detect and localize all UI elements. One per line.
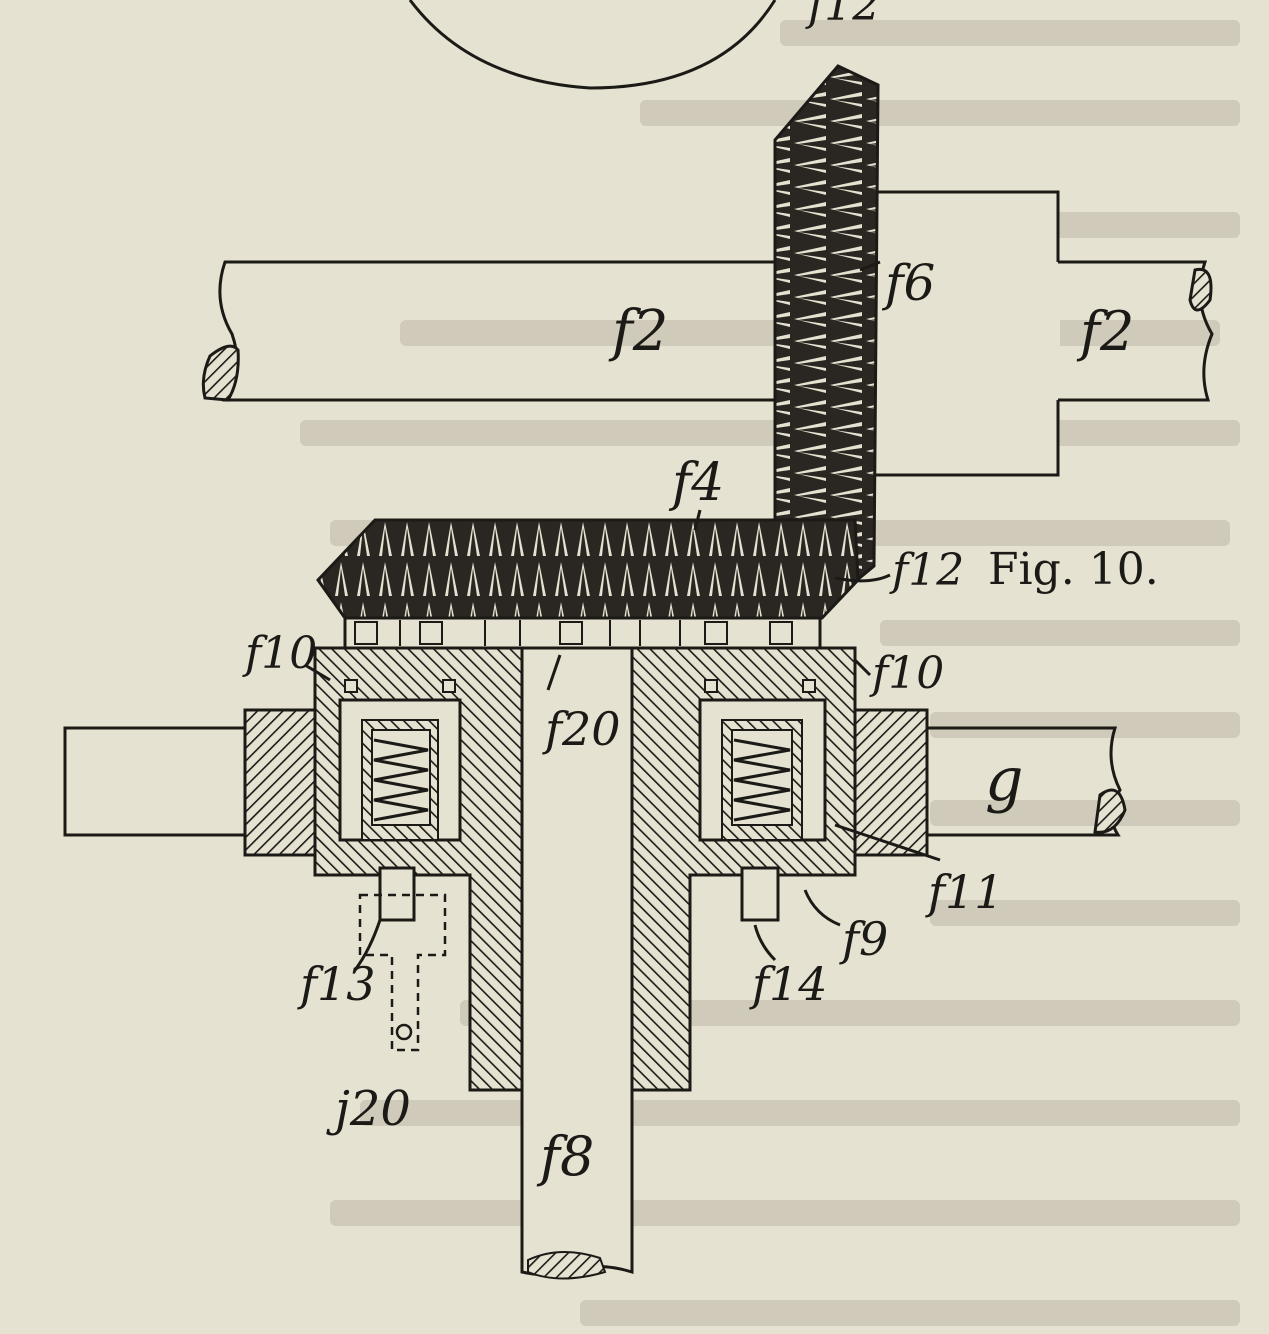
- bevel-gear-f4: [316, 518, 860, 620]
- hub-left: [243, 708, 317, 857]
- spring-left: [338, 679, 462, 842]
- ring-under-gear: [343, 616, 822, 650]
- label-j20: j20: [326, 1081, 411, 1137]
- pin-f13: [358, 866, 447, 1052]
- label-f10-right: f10: [869, 648, 944, 699]
- label-f12: f12: [889, 545, 964, 596]
- figure-caption: Fig. 10.: [988, 544, 1159, 595]
- gear-hub-f6: [848, 190, 1060, 477]
- label-f11: f11: [925, 865, 1004, 919]
- label-f14: f14: [749, 957, 828, 1011]
- pin-f14: [740, 866, 780, 922]
- label-f2-right: f2: [1076, 300, 1134, 363]
- bevel-gear-f6: [773, 64, 880, 592]
- leader-lines: [304, 260, 941, 971]
- circle-arc: [408, 0, 777, 90]
- label-f20: f20: [542, 702, 621, 756]
- label-f6: f6: [881, 254, 935, 312]
- label-f2-left: f2: [608, 299, 668, 364]
- label-f9: f9: [839, 912, 888, 966]
- shaft-g: [63, 726, 1127, 837]
- label-g: g: [985, 745, 1023, 815]
- shaft-f2: [201, 260, 1214, 402]
- label-f10-left: f10: [242, 628, 317, 679]
- label-f12-top: f12: [805, 0, 880, 31]
- label-f13: f13: [297, 957, 376, 1011]
- label-f8: f8: [536, 1125, 594, 1188]
- hub-right: [853, 708, 929, 857]
- spring-right: [698, 679, 827, 842]
- label-f4: f4: [668, 453, 724, 513]
